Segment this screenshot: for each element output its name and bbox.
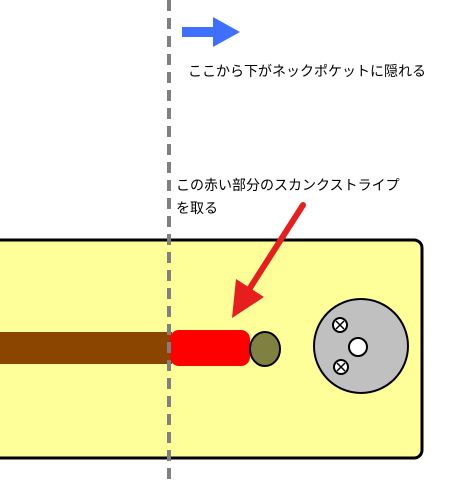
truss-rod-nut (249, 331, 281, 367)
red-stripe-section (170, 330, 250, 366)
down-left-arrow-icon (232, 202, 306, 318)
pocket-label: ここから下がネックポケットに隠れる (188, 64, 426, 80)
stripe-label-line1: この赤い部分のスカンクストライプ (176, 178, 400, 194)
stripe-label-line2: を取る (176, 201, 218, 217)
right-arrow-icon (182, 17, 240, 47)
cross-screw-icon (332, 317, 348, 333)
center-hole (348, 337, 368, 357)
cross-screw-icon (333, 359, 349, 375)
skunk-stripe (0, 332, 172, 364)
